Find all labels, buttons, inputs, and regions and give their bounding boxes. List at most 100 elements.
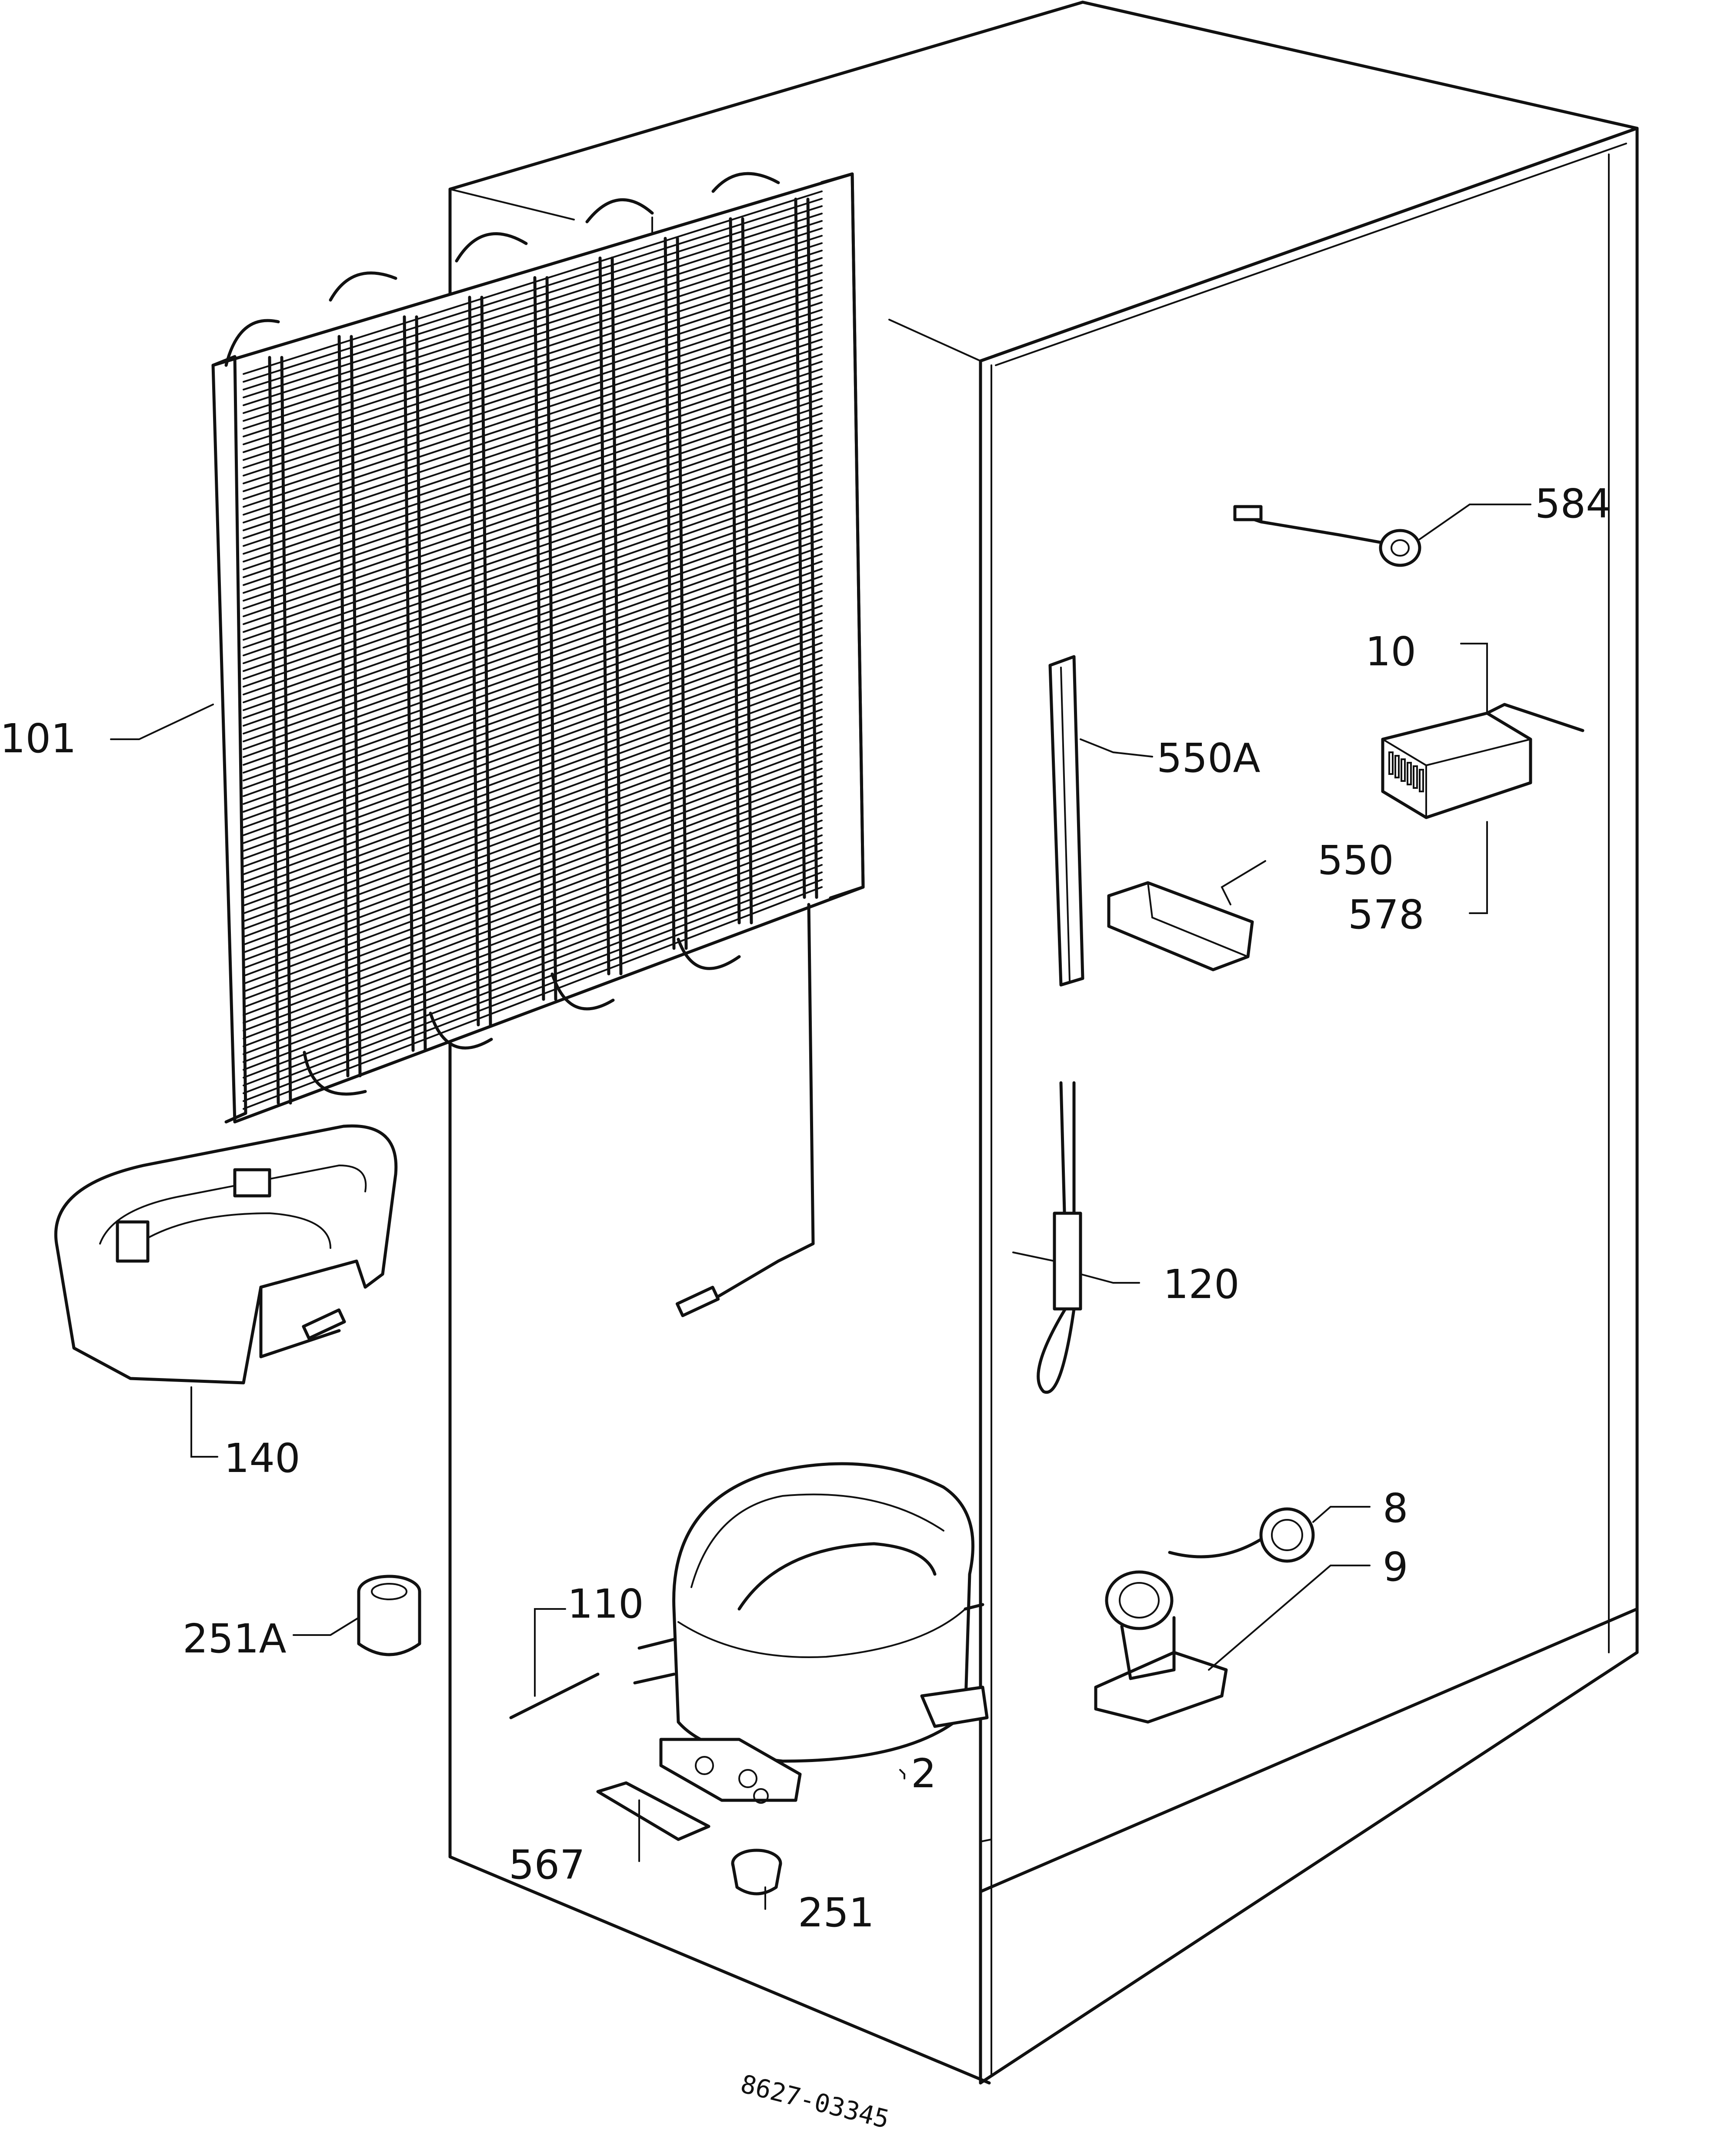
condenser-wire — [243, 561, 823, 766]
condenser-tube — [610, 256, 623, 975]
relay-vent — [1419, 769, 1424, 792]
condenser-wire — [243, 775, 823, 993]
condenser-wire — [243, 797, 823, 1016]
condenser-wire — [243, 449, 823, 649]
label-578: 578 — [1348, 891, 1424, 938]
condenser-tube — [480, 296, 492, 1027]
condenser-tube — [533, 276, 545, 1001]
condenser-wire — [243, 871, 823, 1095]
condenser-wire — [243, 464, 823, 664]
condenser-wire — [243, 486, 823, 688]
condenser-tube — [415, 315, 427, 1052]
condenser-wire — [243, 856, 823, 1079]
relay-vent — [1388, 751, 1394, 775]
condenser-wire — [243, 790, 823, 1008]
condenser-wire — [243, 597, 823, 805]
condenser-wire — [243, 620, 823, 828]
condenser-tube — [729, 217, 741, 924]
condenser-wire — [243, 878, 823, 1102]
condenser-tube — [741, 217, 753, 924]
mounting-plate — [596, 1781, 710, 1841]
condenser-wire — [243, 546, 823, 750]
condenser-wire — [243, 508, 823, 711]
thermostat-probe — [1012, 1081, 1082, 1394]
label-550: 550 — [1317, 837, 1394, 884]
bracket — [1107, 881, 1254, 971]
cabinet — [448, 0, 1639, 2085]
condenser-wire — [243, 412, 823, 610]
condenser-tube — [794, 197, 806, 899]
label-8: 8 — [1383, 1485, 1408, 1532]
relay-clamp — [1094, 1570, 1228, 1724]
condenser-wire — [243, 523, 823, 727]
leader-lines — [110, 504, 1531, 1910]
label-550a: 550A — [1157, 735, 1261, 781]
condenser-wire — [243, 434, 823, 633]
drawing-code: 8627-03345 — [738, 2069, 892, 2134]
condenser-tube — [280, 356, 292, 1105]
condenser-wire — [243, 686, 823, 899]
condenser-wire — [243, 701, 823, 914]
condenser-tube — [350, 335, 362, 1078]
condenser-wire — [243, 812, 823, 1032]
label-10: 10 — [1365, 628, 1416, 675]
condenser-wire — [243, 782, 823, 1001]
condenser-tube — [468, 296, 480, 1027]
condenser-wire — [243, 590, 823, 797]
condenser-wire — [243, 531, 823, 735]
label-101: 101 — [0, 715, 77, 762]
rubber-bushing-251 — [731, 1849, 782, 1896]
start-relay — [1381, 703, 1584, 819]
condenser-wire — [243, 679, 823, 891]
label-251: 251 — [798, 1889, 874, 1936]
condenser-wire — [243, 605, 823, 813]
condenser-tube — [545, 276, 557, 1001]
condenser-wire — [243, 383, 823, 578]
condenser-wire — [243, 612, 823, 821]
filter-drier-rod — [509, 1672, 600, 1719]
condenser-wire — [243, 442, 823, 641]
drip-tray — [54, 1124, 398, 1385]
label-251a: 251A — [183, 1615, 287, 1662]
condenser-wire — [243, 723, 823, 938]
condenser-wire — [243, 827, 823, 1048]
condenser-wire — [243, 649, 823, 860]
condenser-coil — [211, 172, 865, 1317]
condenser-wire — [243, 471, 823, 672]
condenser-tube — [268, 356, 280, 1105]
condenser-wire — [243, 397, 823, 594]
relay-vent — [1413, 765, 1418, 789]
condenser-wire — [243, 642, 823, 852]
condenser-wire — [243, 494, 823, 696]
condenser-tube — [676, 237, 688, 950]
condenser-wire — [243, 745, 823, 961]
condenser-wire — [243, 664, 823, 875]
condenser-wire — [243, 694, 823, 907]
label-584: 584 — [1535, 481, 1611, 527]
condenser-wire — [243, 834, 823, 1055]
condenser-wire — [243, 368, 823, 563]
label-567: 567 — [509, 1842, 585, 1888]
condenser-wire — [243, 583, 823, 789]
condenser-tube — [664, 237, 676, 950]
condenser-wire — [243, 886, 823, 1110]
relay-vent — [1401, 758, 1406, 782]
condenser-wire — [243, 738, 823, 954]
compressor — [633, 1462, 989, 1804]
label-110: 110 — [567, 1581, 644, 1627]
label-9: 9 — [1383, 1544, 1408, 1590]
condenser-wire — [243, 671, 823, 883]
condenser-wire — [243, 731, 823, 946]
condenser-wire — [243, 849, 823, 1071]
condenser-wire — [243, 864, 823, 1087]
label-2: 2 — [911, 1750, 937, 1797]
overload-protector — [1168, 1507, 1315, 1563]
relay-vent — [1407, 762, 1412, 785]
condenser-wire — [243, 627, 823, 836]
condenser-wire — [243, 819, 823, 1040]
condenser-wire — [243, 568, 823, 774]
condenser-wire — [243, 479, 823, 680]
condenser-wire — [243, 427, 823, 625]
condenser-tube — [806, 197, 818, 899]
